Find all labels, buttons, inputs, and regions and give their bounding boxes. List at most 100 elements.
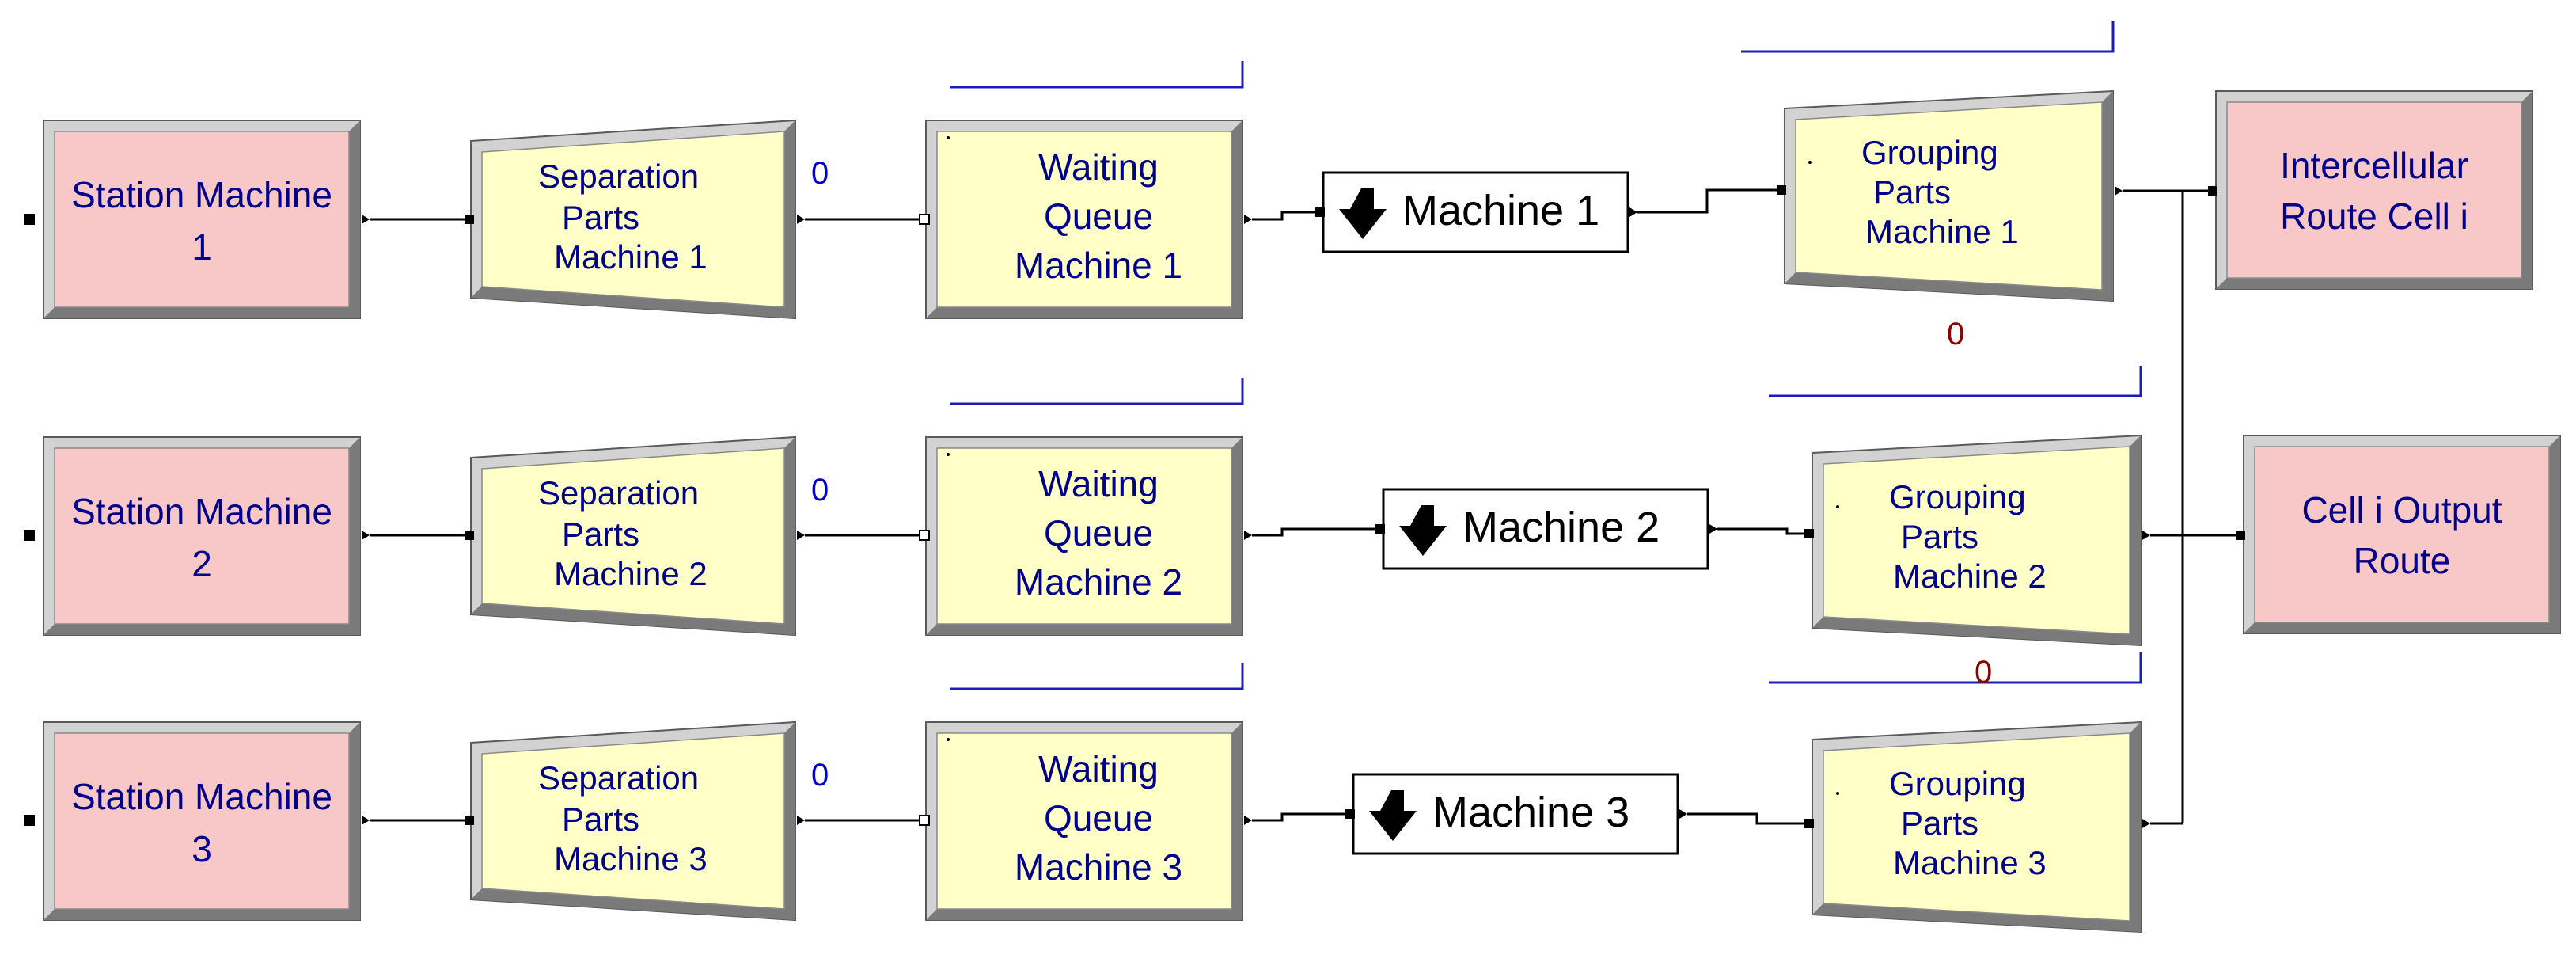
connector-line[interactable]: [1687, 812, 1804, 825]
frame-shadow: [1812, 722, 2141, 932]
entry-port[interactable]: [919, 214, 930, 225]
frame-inner: [1823, 732, 2130, 922]
frame-inner: [936, 447, 1232, 625]
exit-point[interactable]: [1244, 531, 1252, 540]
frame-shadow: [1812, 435, 2141, 645]
separate-label-line-2: Parts: [562, 515, 639, 553]
queue-label-line-3: Machine 1: [1015, 245, 1182, 286]
frame-shadow: [1785, 91, 2113, 301]
dot-marker: [1808, 161, 1812, 164]
exit-point[interactable]: [2142, 531, 2150, 540]
entry-port[interactable]: [465, 531, 474, 540]
separate-label-line-1: Separation: [538, 759, 699, 797]
batch-animation-line: [1769, 366, 2142, 397]
exit-point[interactable]: [1709, 524, 1717, 534]
batch-animation-line: [1769, 652, 2142, 684]
exit-point[interactable]: [2142, 819, 2150, 828]
route-module-2[interactable]: Machine 2: [1375, 488, 1717, 570]
exit-point[interactable]: [362, 215, 370, 224]
frame-shadow: [471, 120, 795, 318]
batch-label-line-3: Machine 1: [1865, 213, 2019, 250]
connector-line[interactable]: [1637, 188, 1777, 214]
batch-label-line-3: Machine 3: [1893, 844, 2047, 881]
entry-port[interactable]: [919, 815, 930, 826]
frame-inner: [54, 131, 350, 308]
queue-label-line-2: Queue: [1044, 196, 1153, 237]
route-arrow-icon: [1399, 505, 1447, 556]
frame-inner: [2254, 446, 2550, 623]
frame-inner: [54, 447, 350, 625]
batch-counter-1: 0: [1947, 317, 1964, 352]
entry-port[interactable]: [1375, 524, 1385, 534]
connectors: [370, 188, 2236, 825]
station-left-port[interactable]: [24, 530, 35, 541]
exit-point[interactable]: [1244, 215, 1252, 224]
entry-port[interactable]: [1804, 529, 1814, 538]
frame-inner: [481, 131, 785, 308]
station-label-line-1: Station Machine: [71, 174, 332, 215]
queue-label-line-1: Waiting: [1038, 146, 1159, 188]
exit-point[interactable]: [797, 215, 805, 224]
connector-line[interactable]: [1717, 527, 1804, 535]
route-label: Machine 1: [1402, 187, 1599, 234]
connector-line[interactable]: [1252, 211, 1315, 221]
entry-port[interactable]: [2208, 186, 2217, 196]
exit-point[interactable]: [1679, 809, 1687, 819]
frame-inner: [481, 732, 785, 910]
exit-point[interactable]: [797, 531, 805, 540]
frame-inner: [2226, 101, 2522, 279]
separate-label-line-2: Parts: [562, 801, 639, 838]
queue-label-line-3: Machine 2: [1015, 561, 1182, 603]
entry-port[interactable]: [1777, 185, 1786, 195]
entry-port[interactable]: [1315, 207, 1325, 217]
batch-label-line-1: Grouping: [1889, 478, 2026, 515]
animation-lines: [950, 21, 2142, 690]
entry-port[interactable]: [1804, 819, 1814, 828]
exit-point[interactable]: [1629, 207, 1637, 217]
entry-port[interactable]: [465, 215, 474, 224]
route-module-1[interactable]: Machine 1: [1315, 171, 1637, 253]
entry-port[interactable]: [2236, 531, 2245, 540]
connector-line[interactable]: [1252, 812, 1345, 822]
exit-point[interactable]: [2115, 186, 2123, 196]
exit-point[interactable]: [362, 531, 370, 540]
queue-label-line-3: Machine 3: [1015, 846, 1182, 888]
batch-counter-2: 0: [1975, 655, 1992, 690]
exit-point[interactable]: [797, 816, 805, 825]
connector-line[interactable]: [1252, 527, 1375, 537]
entry-port[interactable]: [919, 530, 930, 541]
station-left-port[interactable]: [24, 214, 35, 225]
frame-inner: [481, 447, 785, 625]
frame-inner: [1795, 101, 2103, 291]
exit-point[interactable]: [1244, 816, 1252, 825]
dot-marker: [947, 738, 950, 741]
route-module-3[interactable]: Machine 3: [1345, 773, 1687, 855]
entry-port[interactable]: [1345, 809, 1355, 819]
separate-label-line-1: Separation: [538, 158, 699, 195]
dot-marker: [1836, 505, 1839, 508]
batch-label-line-2: Parts: [1901, 518, 1978, 555]
separate-label-line-2: Parts: [562, 199, 639, 236]
frame-inner: [1823, 446, 2130, 635]
entry-port[interactable]: [465, 816, 474, 825]
station-left-port[interactable]: [24, 815, 35, 826]
route-arrow-icon: [1369, 790, 1417, 841]
batch-label-line-1: Grouping: [1889, 765, 2026, 802]
separate-counter: 0: [811, 473, 829, 508]
exit-point[interactable]: [362, 816, 370, 825]
